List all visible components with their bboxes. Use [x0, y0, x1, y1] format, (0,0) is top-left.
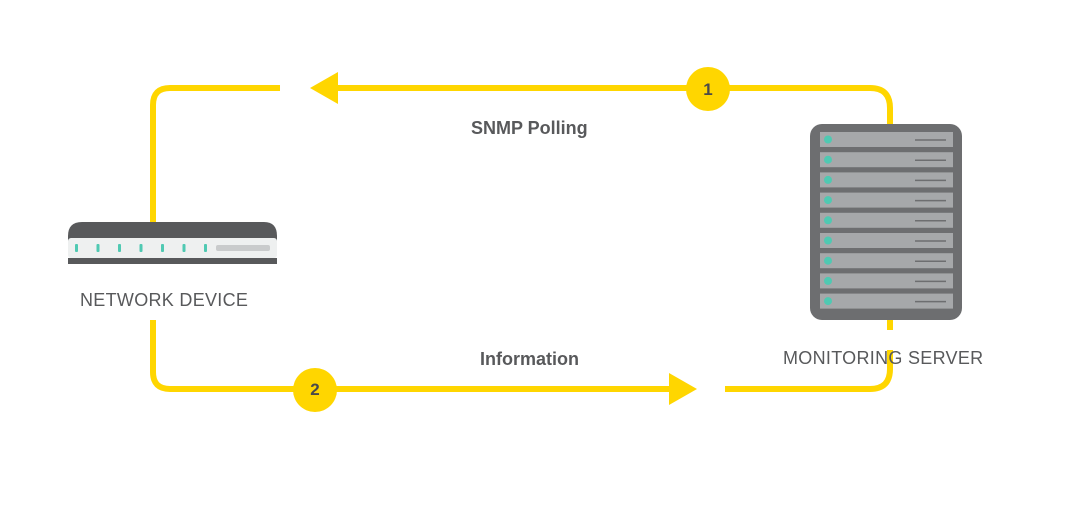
monitoring-server-label: MONITORING SERVER	[783, 348, 984, 368]
server-drive	[820, 152, 953, 168]
server-drive	[820, 172, 953, 188]
router-icon	[68, 222, 277, 264]
server-led	[824, 216, 832, 225]
server-led	[824, 155, 832, 164]
snmp-polling-label: SNMP Polling	[471, 118, 588, 138]
step-1-number: 1	[703, 80, 713, 99]
server-led	[824, 256, 832, 265]
information-label: Information	[480, 349, 579, 369]
polling-arrowhead	[310, 72, 338, 104]
step-1-badge	[686, 67, 730, 111]
server-drive	[820, 273, 953, 289]
step-2-badge	[293, 368, 337, 412]
server-drive	[820, 132, 953, 147]
router-led	[182, 244, 186, 252]
router-led	[139, 244, 143, 252]
polling-path-left	[150, 85, 280, 222]
router-led	[75, 244, 78, 252]
polling-path	[335, 85, 893, 330]
router-led	[118, 244, 121, 252]
server-drive	[820, 293, 953, 309]
info-path	[150, 320, 672, 392]
server-drive	[820, 212, 953, 228]
server-led	[824, 175, 832, 184]
server-led	[824, 276, 832, 285]
info-path-right	[725, 350, 893, 392]
network-device-label: NETWORK DEVICE	[80, 290, 249, 310]
server-led	[824, 135, 832, 144]
server-drive	[820, 192, 953, 208]
router-led	[96, 244, 100, 252]
server-drive	[820, 253, 953, 269]
server-led	[824, 236, 832, 245]
router-led	[204, 244, 207, 252]
step-2-number: 2	[310, 380, 320, 399]
server-rack-icon	[810, 124, 962, 320]
server-drive	[820, 233, 953, 248]
server-led	[824, 196, 832, 205]
router-led	[161, 244, 164, 252]
server-led	[824, 297, 832, 306]
info-arrowhead	[669, 373, 697, 405]
